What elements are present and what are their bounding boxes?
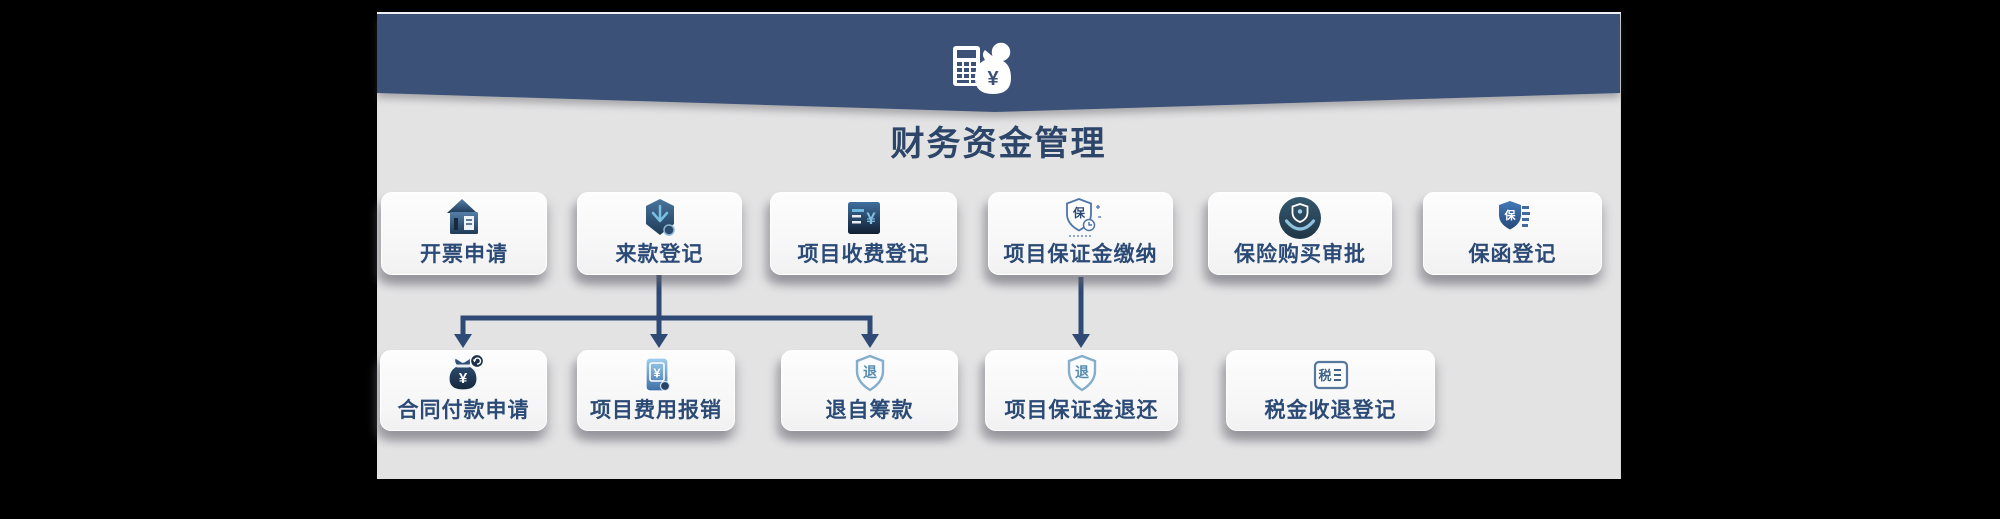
expense-receipt-icon: ¥ (578, 351, 734, 399)
refund-shield-icon: 退 (782, 351, 957, 399)
flow-card-label: 税金收退登记 (1264, 399, 1397, 422)
svg-text:退: 退 (1075, 364, 1089, 380)
flow-card-label: 保险购买审批 (1234, 243, 1366, 266)
flow-card-label: 项目费用报销 (590, 399, 722, 422)
incoming-payment-shield-icon (578, 193, 741, 243)
slide-panel: ¥ 财务资金管理 (377, 12, 1621, 479)
flow-card-insurance-purchase-approval[interactable]: 保险购买审批 (1208, 192, 1392, 275)
fee-list-icon: ¥ (771, 193, 956, 243)
bank-invoice-icon (382, 193, 546, 243)
flow-card-project-fee-registration[interactable]: ¥ 项目收费登记 (770, 192, 957, 275)
svg-text:¥: ¥ (987, 68, 999, 90)
tax-doc-icon: 税 (1227, 351, 1434, 399)
calculator-money-bag-icon: ¥ (953, 41, 1012, 94)
svg-text:¥: ¥ (653, 366, 661, 381)
flow-card-label: 项目收费登记 (797, 243, 930, 266)
flow-card-label: 来款登记 (615, 243, 704, 266)
flow-card-project-deposit-refund[interactable]: 退 项目保证金退还 (985, 350, 1178, 431)
svg-text:退: 退 (863, 364, 877, 380)
flow-card-project-deposit-payment[interactable]: 保 项目保证金缴纳 (988, 192, 1173, 275)
svg-text:税: 税 (1318, 368, 1331, 383)
flow-card-tax-registration[interactable]: 税 税金收退登记 (1226, 350, 1435, 431)
flow-card-label: 保函登记 (1468, 243, 1557, 266)
guarantee-shield-doc-icon: 保 (1424, 193, 1601, 243)
page-title: 财务资金管理 (890, 125, 1107, 163)
refund-shield-icon: 退 (986, 351, 1177, 399)
svg-text:¥: ¥ (458, 370, 467, 387)
svg-text:保: 保 (1071, 205, 1085, 220)
flow-card-label: 退自筹款 (825, 399, 914, 422)
svg-text:¥: ¥ (866, 209, 876, 228)
flow-card-project-expense-reimbursement[interactable]: ¥ 项目费用报销 (577, 350, 735, 431)
flow-card-invoice-application[interactable]: 开票申请 (381, 192, 547, 275)
svg-text:保: 保 (1503, 208, 1516, 222)
flow-card-label: 项目保证金退还 (1004, 399, 1159, 422)
flow-card-label: 开票申请 (420, 243, 508, 266)
flow-card-label: 项目保证金缴纳 (1003, 243, 1158, 266)
deposit-shield-icon: 保 (989, 193, 1172, 243)
flow-card-label: 合同付款申请 (397, 399, 530, 422)
flow-card-contract-payment-application[interactable]: ¥ 合同付款申请 (380, 350, 547, 431)
money-bag-sync-icon: ¥ (381, 351, 546, 399)
flow-card-guarantee-letter-registration[interactable]: 保 保函登记 (1423, 192, 1602, 275)
flow-card-incoming-payment[interactable]: 来款登记 (577, 192, 742, 275)
insurance-hands-shield-icon (1209, 193, 1391, 243)
flow-card-refund-self-raised-funds[interactable]: 退 退自筹款 (781, 350, 958, 431)
